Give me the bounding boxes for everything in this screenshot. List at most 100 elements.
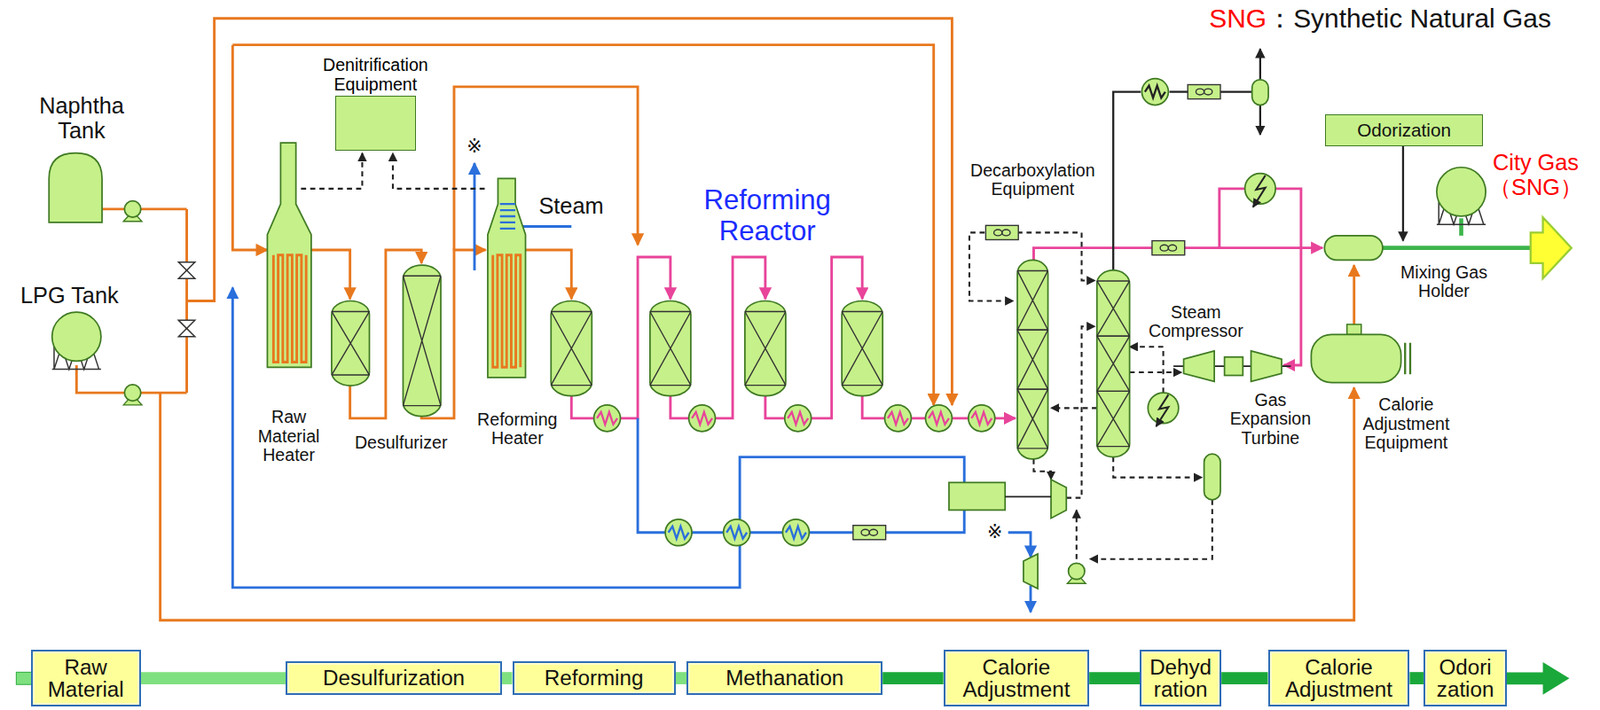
process-step-box: Raw Material (31, 650, 142, 706)
raw-material-heater (266, 142, 311, 368)
exchanger-coil (691, 412, 713, 425)
process-pipe (1259, 48, 1262, 80)
flow-meter (1187, 85, 1221, 100)
process-pipe (1458, 218, 1464, 236)
process-step-box: Calorie Adjustment (943, 650, 1091, 706)
process-pipe (232, 45, 934, 406)
equipment-label: City Gas （SNG） (1482, 150, 1590, 201)
pump (124, 384, 141, 401)
packing-bed (650, 311, 691, 385)
equipment-label: Steam (538, 194, 604, 220)
signal-line (1129, 371, 1183, 374)
equipment-label: Desulfurizer (354, 433, 448, 454)
drum-nozzle (1347, 324, 1362, 336)
exchanger-coil (887, 412, 909, 425)
process-pipe (187, 18, 953, 406)
flow-meter (1152, 241, 1185, 256)
heater-coil (273, 255, 306, 363)
flow-meter (853, 525, 887, 541)
equipment-label: Mixing Gas Holder (1397, 263, 1491, 302)
flow-band-segment (882, 672, 943, 685)
steam-turbine (1023, 554, 1038, 589)
node-text: Calorie Adjustment (962, 656, 1070, 702)
equipment-label: Decarboxylation Equipment (970, 161, 1096, 200)
process-step-box: Methanation (686, 661, 883, 696)
exchanger-coil (668, 526, 690, 540)
equipment-label: ：Synthetic Natural Gas (1266, 4, 1552, 34)
vessel (331, 301, 370, 387)
vessel-shell (402, 265, 441, 416)
lightning-bolt (1253, 175, 1266, 208)
flow-band-segment (1409, 672, 1424, 685)
process-pipe (1259, 105, 1262, 135)
valve (178, 262, 195, 279)
exchanger-coil (1145, 86, 1166, 99)
signal-line (1090, 500, 1213, 560)
equipment-label: Reforming Heater (477, 410, 557, 449)
flow-meter-mark (1195, 88, 1204, 95)
valve (178, 320, 195, 337)
gearbox (1224, 357, 1244, 377)
flow-meter (985, 225, 1019, 240)
flow-band-segment (675, 672, 688, 685)
process-pipe (232, 288, 965, 589)
callout-mark: ※ (987, 522, 1003, 543)
packing-bed (1097, 281, 1130, 337)
pump (1068, 563, 1085, 580)
packing-bed (331, 311, 370, 376)
heat-exchanger (784, 405, 812, 432)
vessel (1097, 270, 1130, 458)
flow-band-segment (1221, 672, 1268, 685)
denitrification-box (335, 95, 417, 151)
node-text: Denitrification Equipment (322, 55, 429, 95)
vessel-shell (841, 301, 883, 397)
heat-exchanger (594, 405, 621, 432)
flow-meter-mark (1204, 88, 1213, 95)
signal-line (969, 232, 1013, 301)
process-pipe (311, 250, 351, 299)
vessel (650, 301, 691, 397)
packing-bed (1097, 336, 1130, 392)
signal-line (1066, 326, 1095, 498)
node-text: Methanation (725, 666, 844, 690)
flow-meter-mark (861, 529, 870, 536)
lightning-bolt (1156, 394, 1169, 427)
vessel-shell (331, 301, 370, 387)
gas-expansion-turbine (1184, 351, 1216, 383)
vessel (1017, 259, 1049, 459)
shaft-line (1004, 496, 1051, 499)
vessel-shell (745, 301, 786, 397)
flow-band-segment (501, 672, 513, 685)
process-pipe (160, 387, 1355, 620)
node-text: Desulfurization (322, 666, 465, 690)
node-text: Odori zation (1436, 656, 1495, 702)
separator (1204, 454, 1221, 501)
process-pipe (1219, 90, 1253, 93)
turbine (1050, 479, 1067, 519)
condensate-box (949, 482, 1005, 510)
vessel-shell (550, 301, 592, 397)
packing-bed (550, 311, 592, 385)
denitrification-unit: Denitrification Equipment (322, 55, 429, 151)
process-pipe (1168, 90, 1189, 93)
process-step-box: Reforming (512, 661, 676, 696)
process-step-box: Dehyd ration (1139, 650, 1222, 706)
heat-exchanger (665, 519, 692, 547)
node-text: Calorie Adjustment (1285, 656, 1393, 702)
flow-band-segment (1089, 672, 1140, 685)
vessel (841, 301, 883, 397)
steam-compressor (1251, 351, 1283, 383)
drum-flange (1404, 343, 1411, 376)
process-step-box: Odori zation (1423, 650, 1507, 706)
process-pipe (232, 45, 267, 251)
flow-meter-mark (1160, 244, 1169, 251)
equipment-label: Naphtha Tank (39, 94, 125, 144)
process-pipe (525, 250, 573, 299)
process-box: Odorization (1325, 114, 1483, 147)
packing-bed (1017, 329, 1049, 390)
signal-line (1050, 407, 1098, 409)
equipment-label: Raw Material Heater (258, 407, 321, 466)
callout-mark: ※ (466, 136, 482, 157)
signal-line (300, 153, 362, 189)
